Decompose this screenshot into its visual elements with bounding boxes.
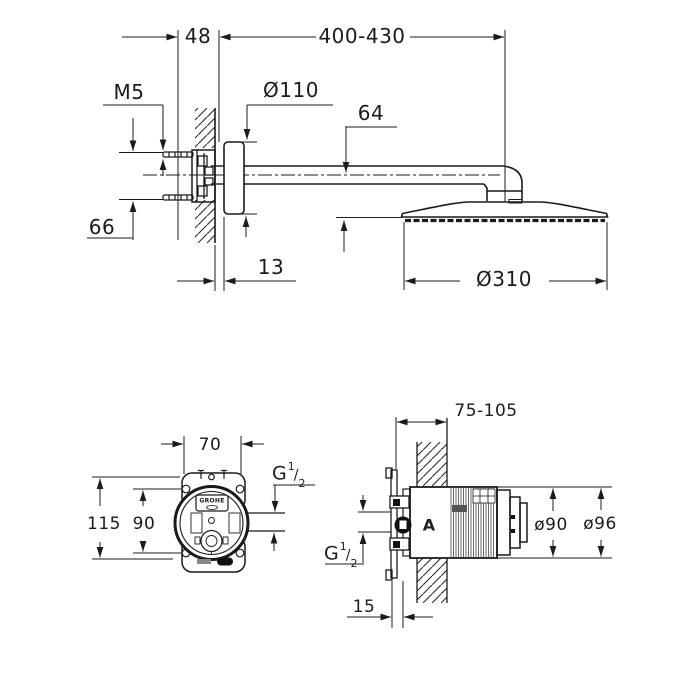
shower-head [400,201,609,218]
rough-in-side-figure [385,418,528,603]
top-pins [198,469,227,481]
dim-label-75-105: 75-105 [454,401,518,421]
dim-label-48: 48 [184,24,212,48]
dim-label-o90: ø90 [534,515,568,535]
valve-internals [190,512,241,555]
top-grid [472,488,496,504]
body-dot-1 [511,515,515,519]
label-print [197,559,211,564]
dim-label-15: 15 [352,597,376,617]
wall-hatch-bottom [417,442,447,603]
rough-in-front-figure [173,469,285,573]
dim-label-66: 66 [88,215,116,239]
body-step-1 [496,489,511,556]
thread-label-g12-front: G1/2 [272,460,306,491]
body-step-2 [509,496,521,549]
thread-label-g12-side: G1/2 [324,540,358,571]
dim-label-d110: Ø110 [263,78,319,102]
wall-hatch-top [195,108,215,243]
mounting-holes [181,484,245,558]
dim-label-64: 64 [357,101,385,125]
head-detail-mark [508,199,523,204]
dim-label-13: 13 [257,255,285,279]
body-label [452,505,467,512]
body-step-3 [519,502,528,543]
dim-label-90: 90 [132,514,156,534]
body-dot-2 [511,529,515,533]
shower-arm-dimensions [87,30,608,291]
dim-label-400-430: 400-430 [318,24,406,48]
body-outer-ring [173,485,250,561]
dim-label-m5: M5 [113,80,145,104]
rough-in-side-dimensions [325,417,612,628]
grohe-swirl [206,505,218,510]
grohe-logo-text: GROHE [199,497,225,505]
rough-in-front-dimensions [92,436,315,560]
wall-mount-body [191,149,216,203]
dim-label-d310: Ø310 [476,267,532,291]
wall-rosette [223,141,245,215]
shower-arm [244,165,523,201]
body-marking-a: A [422,515,436,535]
dim-label-70: 70 [198,435,222,455]
shower-arm-figure [143,108,609,243]
grohe-badge [195,494,229,512]
label-blob [217,557,233,566]
dim-label-o96: ø96 [583,514,617,534]
front-plate [385,467,412,581]
dim-label-115: 115 [87,514,121,534]
